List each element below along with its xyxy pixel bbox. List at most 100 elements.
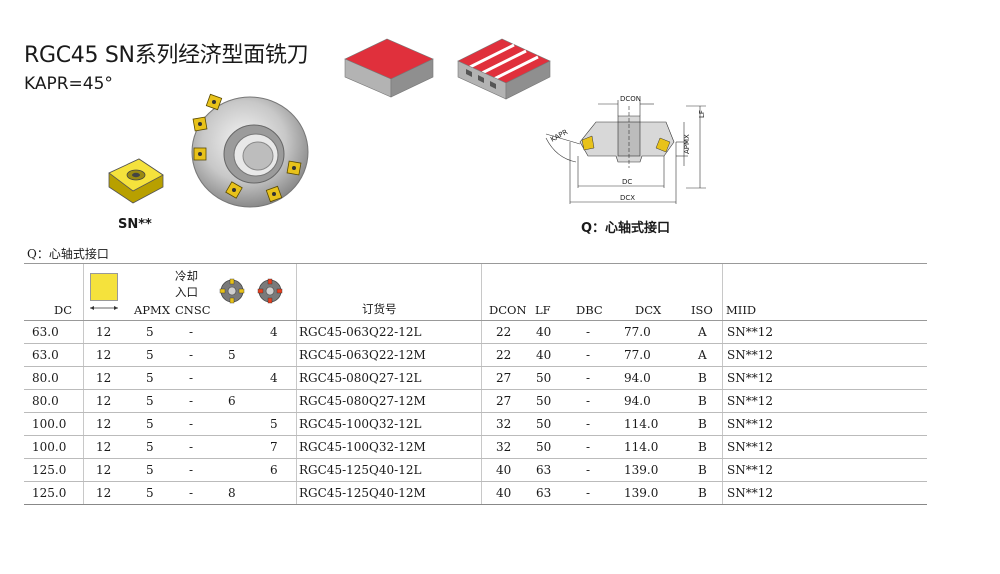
cell-lf: 63 (536, 486, 552, 500)
cell-iso: A (698, 325, 707, 339)
cell-iso: B (698, 417, 707, 431)
cell-cnsc: - (189, 348, 194, 362)
cell-order-no[interactable]: RGC45-063Q22-12L (299, 325, 422, 339)
table-row: 100.0 12 5 - 7 RGC45-100Q32-12M 32 50 - … (24, 436, 927, 459)
table-row: 125.0 12 5 - 6 RGC45-125Q40-12L 40 63 - … (24, 459, 927, 482)
cell-lf: 50 (536, 371, 552, 385)
header-coolant-1: 冷却 (175, 269, 198, 283)
cell-cnsc: - (189, 394, 194, 408)
cell-order-no[interactable]: RGC45-080Q27-12L (299, 371, 422, 385)
coarse-pitch-icon (219, 278, 245, 304)
table-row: 80.0 12 5 - 4 RGC45-080Q27-12L 27 50 - 9… (24, 367, 927, 390)
header-apmx: APMX (134, 303, 171, 317)
size-arrow-icon (90, 306, 118, 310)
cell-dc: 100.0 (32, 440, 67, 454)
fine-pitch-icon (257, 278, 283, 304)
cell-apmx: 5 (146, 486, 154, 500)
header-cnsc: CNSC (175, 303, 211, 317)
cell-order-no[interactable]: RGC45-125Q40-12L (299, 463, 422, 477)
cell-apmx: 5 (146, 440, 154, 454)
cell-dcon: 22 (496, 348, 512, 362)
insert-label: SN** (118, 217, 152, 232)
cell-miid: SN**12 (727, 325, 773, 339)
cell-teeth-fine: 4 (270, 371, 278, 385)
cell-order-no[interactable]: RGC45-080Q27-12M (299, 394, 426, 408)
cell-size: 12 (96, 463, 112, 477)
cell-order-no[interactable]: RGC45-100Q32-12L (299, 417, 422, 431)
cell-order-no[interactable]: RGC45-100Q32-12M (299, 440, 426, 454)
cell-dcx: 114.0 (624, 440, 659, 454)
cell-miid: SN**12 (727, 348, 773, 362)
cell-dc: 80.0 (32, 371, 59, 385)
cell-miid: SN**12 (727, 440, 773, 454)
milling-cutter-image (191, 93, 309, 208)
cell-dcx: 114.0 (624, 417, 659, 431)
cell-dc: 125.0 (32, 463, 67, 477)
cell-miid: SN**12 (727, 486, 773, 500)
cell-teeth-fine: 4 (270, 325, 278, 339)
cell-dcx: 77.0 (624, 325, 651, 339)
cell-dc: 125.0 (32, 486, 67, 500)
cell-dbc: - (586, 486, 591, 500)
cell-dcon: 27 (496, 371, 512, 385)
kapr-subtitle: KAPR=45° (24, 74, 113, 94)
cell-lf: 50 (536, 440, 552, 454)
cell-cnsc: - (189, 371, 194, 385)
cell-dcon: 40 (496, 463, 512, 477)
cell-size: 12 (96, 440, 112, 454)
table-body: 63.0 12 5 - 4 RGC45-063Q22-12L 22 40 - 7… (24, 321, 927, 505)
table-header: DC APMX 冷却 入口 CNSC (24, 263, 927, 321)
cell-size: 12 (96, 371, 112, 385)
cell-iso: A (698, 348, 707, 362)
cell-iso: B (698, 486, 707, 500)
cell-miid: SN**12 (727, 417, 773, 431)
interface-note: Q：心轴式接口 (27, 247, 109, 261)
cell-cnsc: - (189, 440, 194, 454)
cell-dbc: - (586, 371, 591, 385)
cell-cnsc: - (189, 325, 194, 339)
cell-dcx: 139.0 (624, 463, 659, 477)
cell-dcon: 22 (496, 325, 512, 339)
cell-dcon: 32 (496, 440, 512, 454)
cell-miid: SN**12 (727, 371, 773, 385)
cell-teeth-fine: 7 (270, 440, 278, 454)
header-dc: DC (54, 303, 73, 317)
cell-apmx: 5 (146, 371, 154, 385)
cell-iso: B (698, 463, 707, 477)
cell-miid: SN**12 (727, 394, 773, 408)
cell-dbc: - (586, 440, 591, 454)
cell-dcx: 94.0 (624, 394, 651, 408)
cell-size: 12 (96, 348, 112, 362)
cell-dcx: 94.0 (624, 371, 651, 385)
cell-dbc: - (586, 325, 591, 339)
cell-dcon: 27 (496, 394, 512, 408)
cell-teeth-coarse: 8 (228, 486, 236, 500)
cell-dc: 63.0 (32, 348, 59, 362)
header-lf: LF (535, 303, 551, 317)
cell-size: 12 (96, 417, 112, 431)
cell-order-no[interactable]: RGC45-125Q40-12M (299, 486, 426, 500)
cell-dc: 63.0 (32, 325, 59, 339)
cell-teeth-fine: 5 (270, 417, 278, 431)
cell-apmx: 5 (146, 325, 154, 339)
cell-cnsc: - (189, 463, 194, 477)
cell-apmx: 5 (146, 394, 154, 408)
dc-label: DC (622, 178, 632, 186)
cell-order-no[interactable]: RGC45-063Q22-12M (299, 348, 426, 362)
header-order-no: 订货号 (362, 302, 397, 316)
cell-iso: B (698, 371, 707, 385)
cell-dbc: - (586, 417, 591, 431)
interface-caption: Q：心轴式接口 (581, 221, 671, 236)
kapr-label: KAPR (549, 128, 569, 144)
table-row: 100.0 12 5 - 5 RGC45-100Q32-12L 32 50 - … (24, 413, 927, 436)
dimension-diagram: DCON LF KAPR APMX DC DCX (545, 95, 706, 204)
cell-iso: B (698, 440, 707, 454)
cell-lf: 50 (536, 394, 552, 408)
cell-teeth-fine: 6 (270, 463, 278, 477)
cell-size: 12 (96, 394, 112, 408)
cell-cnsc: - (189, 486, 194, 500)
cell-dcx: 139.0 (624, 486, 659, 500)
page-title: RGC45 SN系列经济型面铣刀 (24, 43, 309, 68)
cell-lf: 63 (536, 463, 552, 477)
dcx-label: DCX (620, 194, 635, 202)
